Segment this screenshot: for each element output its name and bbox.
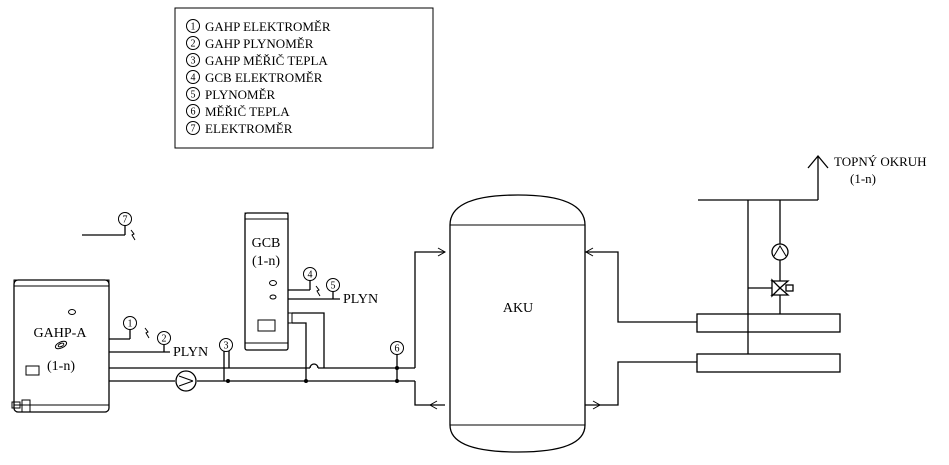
pump-icon — [771, 243, 789, 261]
gcb-pipes — [292, 312, 325, 381]
legend-box: 1 GAHP ELEKTROMĚR 2 GAHP PLYNOMĚR 3 GAHP… — [174, 7, 434, 149]
legend-item-text: MĚŘIČ TEPLA — [205, 104, 290, 119]
gahp-name: GAHP-A — [34, 326, 88, 341]
legend-item-text: GCB ELEKTROMĚR — [205, 70, 323, 85]
legend-item-text: GAHP ELEKTROMĚR — [205, 19, 331, 34]
tank-right-pipes — [584, 247, 700, 410]
legend-item-num: 5 — [191, 90, 196, 101]
legend-item-num: 1 — [191, 22, 196, 33]
meter-2-label: 2 — [162, 334, 167, 345]
gas-label-gahp: PLYN — [173, 345, 208, 360]
gcb-count: (1-n) — [252, 254, 280, 269]
legend-item-text: GAHP PLYNOMĚR — [205, 36, 314, 51]
legend-item-num: 6 — [191, 107, 196, 118]
lightning-icon — [144, 327, 150, 339]
gahp-unit: GAHP-A (1-n) — [11, 279, 110, 413]
legend-item-text: ELEKTROMĚR — [205, 121, 293, 136]
heating-label-1: TOPNÝ OKRUH — [834, 154, 927, 169]
meter-6: 6 — [390, 341, 404, 381]
legend-item: 3 GAHP MĚŘIČ TEPLA — [186, 53, 328, 68]
pump-icon — [175, 370, 197, 392]
legend-item-num: 7 — [191, 124, 196, 135]
gcb-unit: GCB (1-n) — [244, 212, 293, 351]
legend-item: 5 PLYNOMĚR — [186, 87, 276, 102]
meter-3: 3 — [219, 338, 233, 381]
legend-item: 6 MĚŘIČ TEPLA — [186, 104, 290, 119]
gahp-pipes — [109, 363, 415, 383]
legend-item: 1 GAHP ELEKTROMĚR — [186, 19, 331, 34]
meter-4-label: 4 — [308, 270, 313, 281]
legend-item-num: 4 — [191, 73, 196, 84]
gahp-meters: 1 2 PLYN — [109, 316, 208, 360]
legend-item-num: 3 — [191, 56, 196, 67]
arrow-up-icon — [807, 154, 829, 169]
tank-left-pipes — [414, 247, 447, 410]
tank-name: AKU — [503, 301, 533, 316]
legend-item: 2 GAHP PLYNOMĚR — [186, 36, 314, 51]
meter-5-label: 5 — [331, 281, 336, 292]
aku-tank: AKU — [449, 194, 586, 453]
mixing-valve-icon — [770, 278, 794, 298]
manifold — [696, 313, 841, 373]
legend-item-text: GAHP MĚŘIČ TEPLA — [205, 53, 328, 68]
legend-item-text: PLYNOMĚR — [205, 87, 276, 102]
meter-3-label: 3 — [224, 341, 229, 352]
legend-item: 4 GCB ELEKTROMĚR — [186, 70, 323, 85]
meter-7: 7 — [82, 212, 136, 241]
gcb-name: GCB — [252, 236, 281, 251]
legend-item-num: 2 — [191, 39, 196, 50]
lightning-icon — [130, 229, 136, 241]
legend-item: 7 ELEKTROMĚR — [186, 121, 293, 136]
heating-circuit: TOPNÝ OKRUH (1-n) — [698, 154, 927, 354]
gcb-meters: 4 5 PLYN — [288, 267, 378, 307]
meter-1-label: 1 — [128, 319, 133, 330]
gas-label-gcb: PLYN — [343, 292, 378, 307]
meter-6-label: 6 — [395, 344, 400, 355]
meter-7-label: 7 — [123, 215, 128, 226]
gahp-count: (1-n) — [47, 359, 75, 374]
lightning-icon — [315, 285, 321, 297]
heating-label-2: (1-n) — [850, 171, 876, 186]
